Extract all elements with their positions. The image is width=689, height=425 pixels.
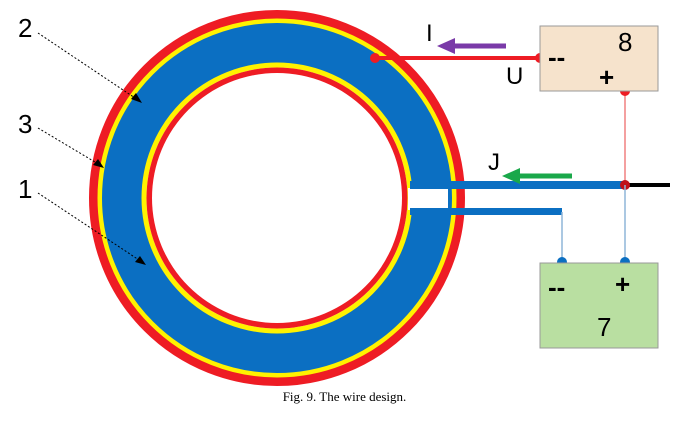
figure-caption: Fig. 9. The wire design.: [0, 389, 689, 405]
leader-2: [38, 33, 138, 100]
red-dot-ring: [370, 53, 380, 63]
label-bottom-minus: --: [548, 272, 565, 302]
current-i-arrow: [437, 38, 506, 54]
label-box-7: 7: [597, 312, 611, 342]
label-current-i: I: [426, 20, 433, 47]
label-top-minus: --: [548, 42, 565, 72]
leader-3: [38, 128, 100, 165]
label-voltage-u: U: [506, 63, 523, 90]
label-part-2: 2: [18, 13, 32, 43]
label-top-plus: +: [599, 62, 614, 92]
label-bottom-plus: +: [615, 269, 630, 299]
label-part-3: 3: [18, 109, 32, 139]
ring-gap: [408, 188, 448, 210]
lower-blue-wire: [410, 208, 562, 215]
ring-bands: [94, 15, 460, 381]
label-part-1: 1: [18, 174, 32, 204]
label-current-j: J: [488, 149, 500, 176]
label-box-8: 8: [618, 27, 632, 57]
